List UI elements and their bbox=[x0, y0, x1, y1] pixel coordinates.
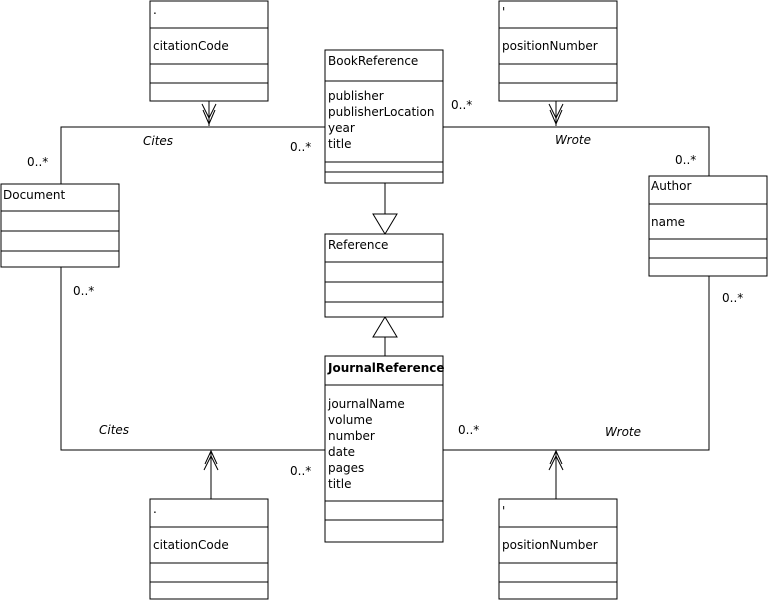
document-name: Document bbox=[3, 188, 65, 202]
association-class-links bbox=[201, 101, 564, 499]
wrote-bottom-name: ' bbox=[502, 504, 505, 518]
book-reference-attr: year bbox=[328, 121, 355, 135]
association-label-cites-top: Cites bbox=[143, 134, 173, 148]
cites-bottom-arrowhead-inner bbox=[204, 449, 218, 465]
cites-top-line bbox=[60, 126, 325, 184]
author-class[interactable]: Author name bbox=[648, 175, 768, 277]
multiplicity-book-wrote: 0..* bbox=[451, 98, 472, 112]
reference-class[interactable]: Reference bbox=[324, 233, 444, 318]
wrote-top-arrowhead-inner bbox=[549, 109, 563, 126]
multiplicity-book-cites: 0..* bbox=[290, 140, 311, 154]
cites-top-name: . bbox=[153, 3, 157, 17]
multiplicity-journal-wrote: 0..* bbox=[458, 423, 479, 437]
generalization-triangle-bottom bbox=[372, 316, 398, 338]
cites-association-class-top[interactable]: . citationCode bbox=[149, 0, 269, 102]
multiplicity-author-top: 0..* bbox=[675, 153, 696, 167]
wrote-bottom-attr: positionNumber bbox=[502, 538, 598, 552]
author-name: Author bbox=[651, 179, 691, 193]
book-reference-class[interactable]: BookReference publisher publisherLocatio… bbox=[324, 49, 444, 184]
association-label-cites-bottom: Cites bbox=[99, 423, 129, 437]
wrote-top-arrowhead bbox=[548, 103, 564, 120]
cites-top-arrowhead-inner bbox=[202, 109, 216, 126]
book-reference-attr: title bbox=[328, 137, 351, 151]
book-reference-attr: publisher bbox=[328, 89, 384, 103]
generalization-triangle-top bbox=[372, 213, 398, 235]
journal-reference-attr: date bbox=[328, 445, 355, 459]
wrote-top-line bbox=[443, 126, 710, 176]
journal-reference-attr: pages bbox=[328, 461, 364, 475]
wrote-bottom-arrowhead-inner bbox=[549, 449, 563, 465]
wrote-association-class-bottom[interactable]: ' positionNumber bbox=[498, 498, 618, 600]
association-label-wrote-top: Wrote bbox=[555, 133, 591, 147]
wrote-bottom-arrowhead bbox=[548, 454, 564, 471]
multiplicity-document-top: 0..* bbox=[27, 155, 48, 169]
journal-reference-attr: journalName bbox=[327, 397, 405, 411]
journal-reference-attr: title bbox=[328, 477, 351, 491]
author-attr: name bbox=[651, 215, 685, 229]
cites-association-class-bottom[interactable]: . citationCode bbox=[149, 498, 269, 600]
reference-name: Reference bbox=[328, 238, 388, 252]
multiplicity-document-bottom: 0..* bbox=[73, 284, 94, 298]
cites-bottom-attr: citationCode bbox=[153, 538, 229, 552]
journal-reference-attr: number bbox=[328, 429, 375, 443]
journal-reference-attr: volume bbox=[328, 413, 372, 427]
cites-top-arrowhead bbox=[201, 103, 217, 120]
cites-bottom-arrowhead bbox=[203, 454, 219, 471]
book-reference-name: BookReference bbox=[328, 54, 418, 68]
cites-bottom-line bbox=[60, 267, 325, 451]
book-reference-attr: publisherLocation bbox=[328, 105, 434, 119]
journal-reference-class[interactable]: JournalReference journalName volume numb… bbox=[324, 355, 445, 543]
cites-top-attr: citationCode bbox=[153, 39, 229, 53]
cites-bottom-name: . bbox=[153, 502, 157, 516]
association-lines bbox=[60, 126, 710, 451]
multiplicity-journal-cites: 0..* bbox=[290, 464, 311, 478]
multiplicity-author-bottom: 0..* bbox=[722, 291, 743, 305]
wrote-bottom-line bbox=[443, 276, 710, 451]
document-class[interactable]: Document bbox=[0, 183, 120, 268]
wrote-top-name: ' bbox=[502, 5, 505, 19]
wrote-association-class-top[interactable]: ' positionNumber bbox=[498, 0, 618, 102]
association-label-wrote-bottom: Wrote bbox=[605, 425, 641, 439]
wrote-top-attr: positionNumber bbox=[502, 39, 598, 53]
journal-reference-name: JournalReference bbox=[327, 361, 445, 375]
